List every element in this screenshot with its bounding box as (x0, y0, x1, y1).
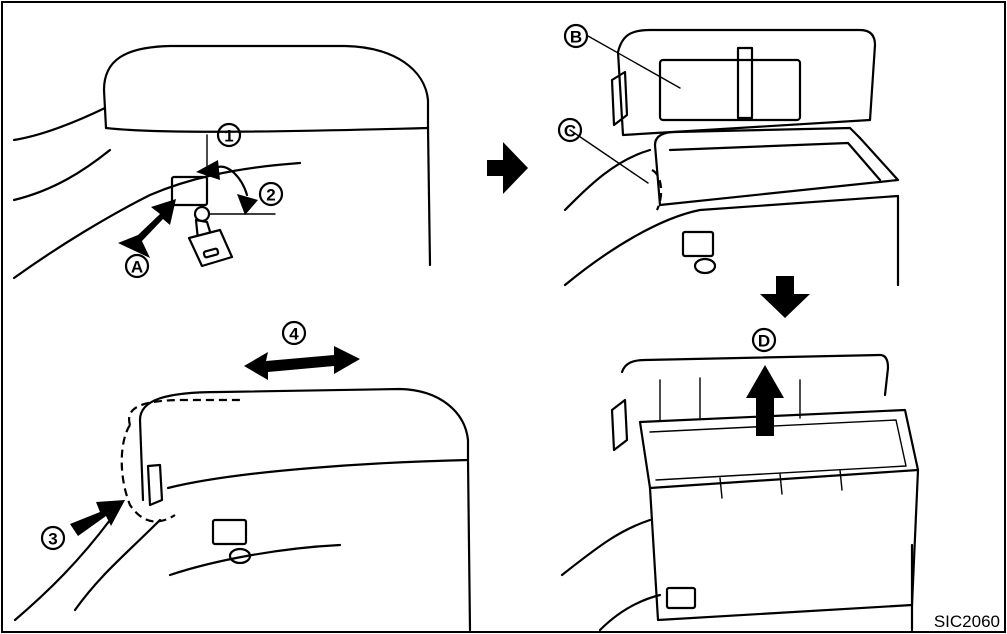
lid-inner-pocket (658, 58, 802, 122)
console-rear-edge-3 (466, 458, 472, 632)
leader-line-b (587, 35, 681, 89)
lid-ribs (659, 377, 801, 421)
lock-button-3 (211, 518, 248, 546)
label-2-circle (258, 181, 284, 207)
storage-inner-edge (668, 141, 882, 182)
arrow-4-slide (244, 346, 360, 380)
armrest-slid-position-top (127, 398, 240, 426)
console-side-3 (13, 518, 112, 622)
arrow-a-push (118, 199, 176, 258)
tray-rim-inner (649, 419, 907, 481)
label-3-circle (40, 525, 66, 551)
lid-hinge-side (610, 70, 629, 127)
arrow-next-down (760, 276, 810, 318)
armrest-lid-top (102, 44, 430, 130)
console-lower-curve-4 (598, 593, 662, 632)
console-front-curve (563, 148, 652, 212)
arrow-3-push (70, 500, 125, 536)
console-side-line (12, 106, 107, 142)
console-body-curve (12, 161, 302, 280)
tray-ribs (719, 469, 843, 499)
lock-button-4 (665, 586, 697, 610)
armrest-lid-front (102, 88, 108, 130)
console-front-curve-4 (560, 518, 652, 577)
label-4-circle (281, 320, 307, 346)
label-c-circle (557, 117, 583, 143)
label-part-d: D (758, 332, 770, 351)
key-cylinder (193, 205, 211, 223)
label-1-circle (216, 122, 242, 148)
label-step-4: 4 (289, 325, 299, 344)
panel-remove-tray: D (560, 327, 920, 632)
label-b-circle (563, 23, 589, 49)
label-step-2: 2 (266, 186, 275, 205)
console-curve-3 (73, 518, 162, 612)
label-part-a: A (131, 258, 143, 277)
panel-slide-armrest: 3 4 (13, 320, 472, 632)
panel-unlock-key: 1 2 A (12, 44, 432, 280)
label-step-1: 1 (224, 127, 233, 146)
arrow-2-turn (213, 165, 249, 197)
key-cylinder-2 (693, 257, 717, 275)
tray-rim-outer (638, 408, 920, 490)
key-cylinder-3 (228, 547, 252, 565)
key-head (187, 228, 234, 268)
storage-rim-back (653, 126, 862, 147)
tray-body (648, 468, 920, 622)
armrest-slid-position-front (120, 424, 176, 523)
armrest-front (138, 418, 145, 502)
label-part-b: B (570, 28, 582, 47)
armrest-top (138, 387, 470, 462)
label-a-circle (124, 253, 150, 279)
storage-rim-front (658, 136, 900, 207)
label-d-circle (751, 327, 777, 353)
lock-button (170, 175, 209, 207)
key-hole (202, 247, 220, 259)
arrow-next-right (487, 142, 528, 194)
arrow-2-head-top (196, 160, 220, 180)
lid-strap (736, 46, 754, 120)
lid-open-outline-4 (620, 353, 890, 397)
panel-lid-open: B C (557, 23, 900, 287)
figure-code: SIC2060 (934, 612, 1000, 631)
lid-open-outline (616, 28, 877, 137)
armrest-lid-bottom-edge (104, 126, 430, 133)
console-side-line-lower (12, 148, 112, 202)
console-rear-edge (426, 126, 432, 267)
leader-line-c (569, 129, 649, 184)
armrest-bottom (166, 458, 470, 490)
console-mid-curve-3 (168, 543, 342, 577)
label-part-c: C (564, 122, 576, 141)
arrow-2-head-bottom (237, 194, 258, 215)
label-step-3: 3 (48, 530, 57, 549)
release-catch-dashed (651, 169, 663, 211)
lid-hinge-side-4 (610, 398, 629, 452)
lock-button-2 (681, 230, 715, 258)
release-lever (146, 463, 164, 507)
arrow-d-lift (746, 365, 784, 436)
console-body-lower (563, 194, 900, 287)
